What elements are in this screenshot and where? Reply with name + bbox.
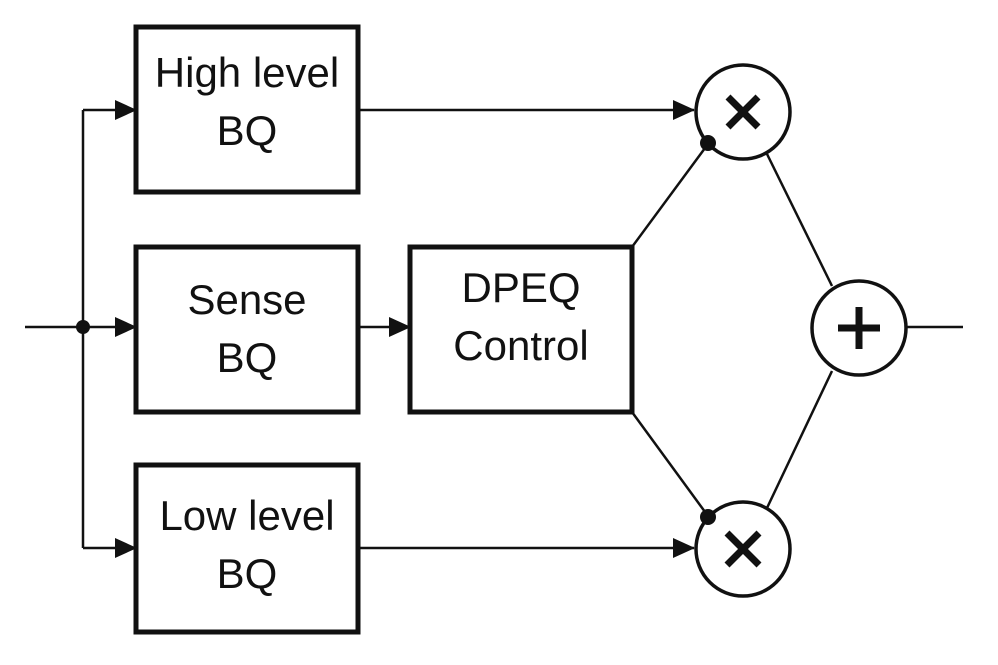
high-bq-label-line2: BQ [217,107,278,154]
dpeq-label-line1: DPEQ [461,264,580,311]
multiply-icon [694,500,792,598]
low-bq-label-line1: Low level [159,492,334,539]
dpeq-label-line2: Control [453,322,588,369]
dpeq-to-bottom-multiplier [630,411,710,517]
dpeq-to-top-multiplier [630,143,710,248]
sense-bq-label-line1: Sense [187,276,306,323]
sense-bq-label-line2: BQ [217,334,278,381]
bottom-multiplier-to-adder [765,370,834,509]
low-level-bq-block: Low level BQ [133,462,361,635]
top-multiplier-to-adder [765,153,834,287]
low-bq-label-line2: BQ [217,550,278,597]
high-bq-label-line1: High level [155,49,339,96]
multiply-icon [694,63,792,161]
top-multiplier-control-dot [700,135,716,151]
plus-icon [810,279,908,377]
high-level-bq-block: High level BQ [133,24,361,195]
bottom-multiplier-control-dot [700,509,716,525]
dpeq-control-block: DPEQ Control [407,244,635,415]
sense-bq-block: Sense BQ [133,244,361,415]
